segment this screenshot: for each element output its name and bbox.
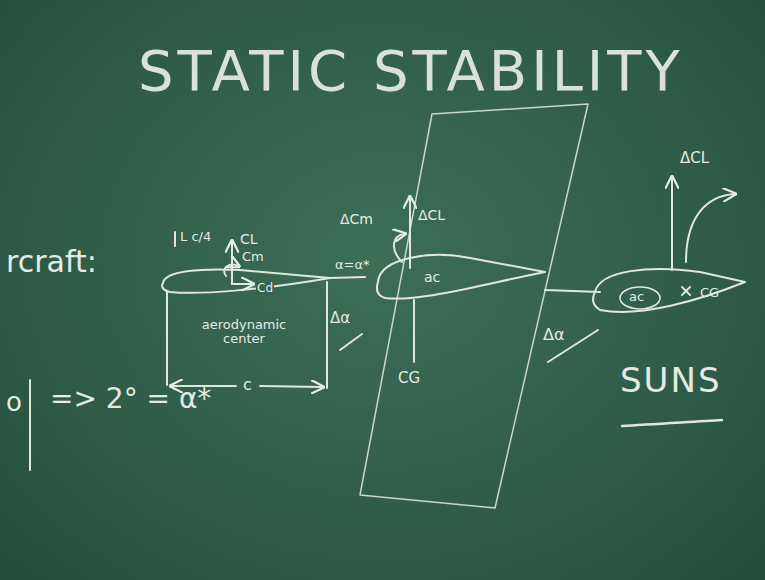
quarter-chord-label: L c/4	[180, 230, 211, 244]
moment-arrow	[224, 265, 238, 276]
point-label: ac	[629, 290, 644, 304]
lift-arrow	[671, 178, 673, 270]
drag-label: Cd	[256, 282, 274, 295]
slanted-board	[360, 104, 588, 508]
lift-label: CL	[240, 232, 258, 247]
point-label: CG	[700, 286, 719, 300]
board-title: STATIC STABILITY	[138, 40, 684, 102]
note-word: SUNS	[620, 362, 721, 399]
chord-line	[330, 277, 365, 278]
point-label: CG	[398, 370, 420, 387]
chord-label: c	[243, 376, 252, 394]
cg-line	[413, 300, 415, 362]
angle-label: α=α*	[335, 258, 370, 272]
cross-mark	[682, 287, 690, 295]
chord-line	[545, 290, 600, 292]
moment-label: ΔCm	[340, 212, 373, 227]
moment-label: Cm	[242, 250, 264, 264]
dimension-arrow	[260, 386, 322, 387]
drag-arrow	[232, 283, 252, 285]
dimension-line	[166, 292, 168, 385]
point-label: ac	[424, 270, 440, 285]
point-label: aerodynamic center	[196, 318, 292, 347]
angle-label: Δα	[330, 310, 350, 327]
lift-arrow	[409, 198, 411, 268]
cross-mark	[682, 287, 690, 295]
heading-fragment: rcraft:	[6, 245, 97, 278]
airfoil	[593, 269, 745, 312]
moment-arrow	[394, 234, 404, 262]
dimension-line	[326, 282, 328, 388]
lift-label: ΔCL	[418, 208, 445, 223]
result-note: => 2° = α*	[50, 384, 211, 415]
quarter-chord-mark	[174, 232, 176, 246]
lift-label: ΔCL	[680, 150, 709, 167]
bracket-bar	[29, 380, 31, 470]
moment-arrow	[686, 194, 734, 262]
lift-arrow	[231, 242, 233, 284]
angle-stroke	[340, 334, 362, 350]
angle-label: Δα	[543, 326, 565, 344]
airfoil	[162, 269, 330, 292]
underline	[622, 420, 722, 426]
symbol-fragment: o	[6, 388, 22, 417]
ac-circle	[620, 287, 660, 309]
